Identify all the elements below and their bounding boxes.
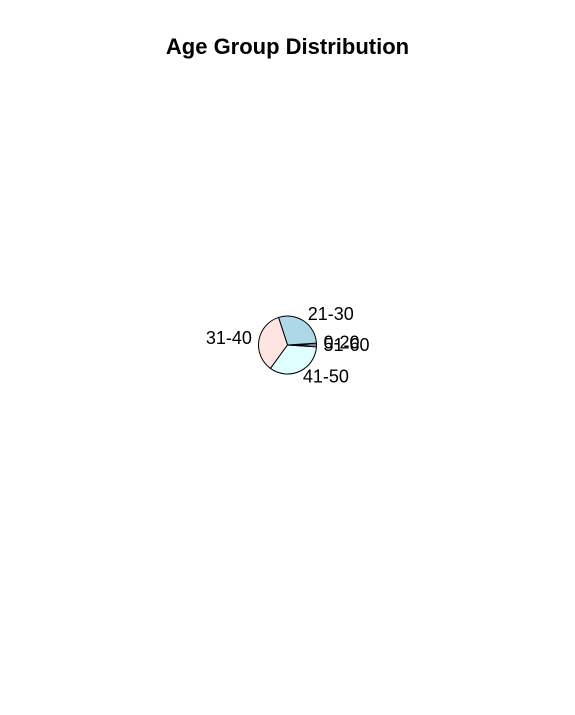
slice-label-41-50: 41-50	[303, 366, 349, 386]
pie-slice-31-40	[258, 316, 289, 370]
pie-slice-51-60	[287, 344, 318, 348]
slice-label-51-60: 51-60	[323, 335, 369, 355]
chart-title: Age Group Distribution	[165, 34, 410, 59]
slice-label-31-40: 31-40	[206, 328, 252, 348]
pie-labels: 0-20 21-30 31-40 41-50 51-60	[206, 304, 370, 386]
pie-slices	[258, 315, 318, 375]
pie-slice-21-30	[277, 315, 317, 346]
pie-slice-41-50	[269, 344, 317, 375]
slice-label-0-20: 0-20	[323, 333, 359, 353]
slice-label-21-30: 21-30	[308, 304, 354, 324]
